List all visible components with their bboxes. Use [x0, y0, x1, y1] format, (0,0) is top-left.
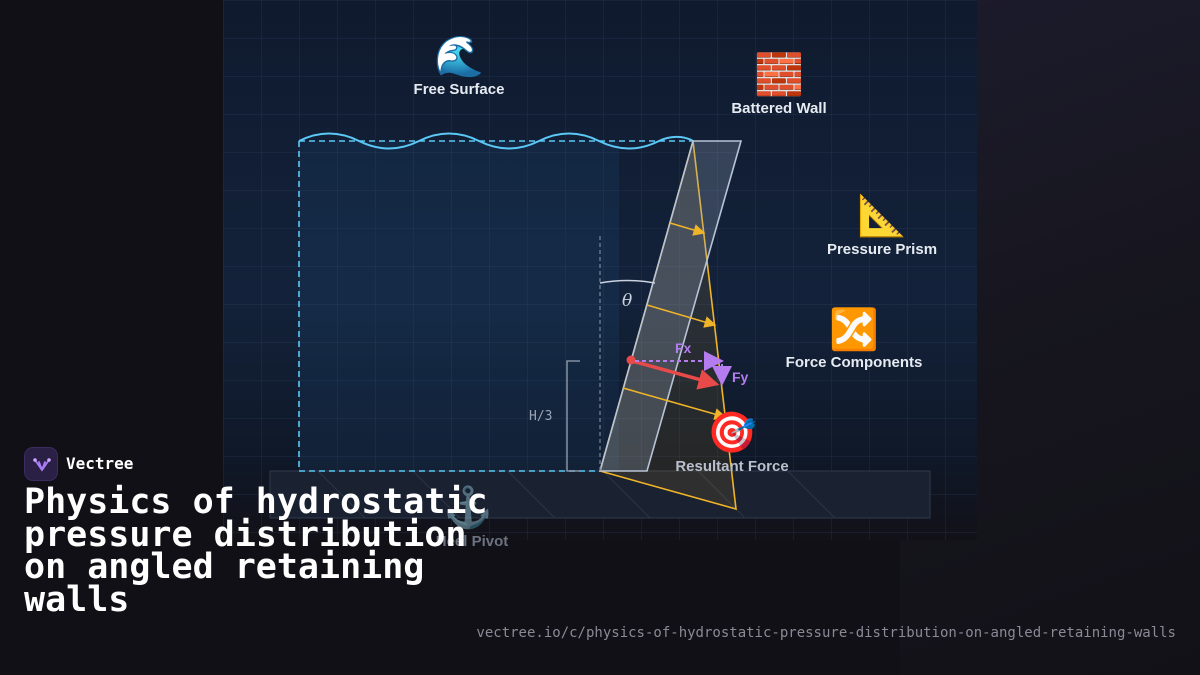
heel-pivot-label: Heel Pivot [435, 533, 509, 550]
water-boundary [298, 141, 600, 472]
brand-name[interactable]: Vectree [66, 454, 134, 473]
pressure-prism-icon: 📐 [857, 194, 907, 238]
water-body [299, 141, 619, 471]
battered-wall-icon: 🧱 [754, 53, 804, 97]
resultant-force-label: Resultant Force [675, 458, 789, 475]
pressure-prism-label: Pressure Prism [826, 241, 938, 258]
theta-label: θ [622, 291, 632, 311]
free-surface-wave [298, 132, 694, 150]
page-title: Physics of hydrostatic pressure distribu… [24, 482, 488, 620]
free-surface-label: Free Surface [413, 81, 505, 98]
force-components-label: Force Components [785, 354, 923, 371]
battered-wall-label: Battered Wall [731, 100, 827, 117]
fx-label: Fx [675, 340, 692, 356]
free-surface-icon: 🌊 [434, 35, 484, 79]
h3-label: H/3 [529, 409, 552, 424]
resultant-force-arrow [631, 359, 720, 390]
hydrostatic-diagram: θ H/3 Fx Fy [269, 132, 931, 519]
vectree-logo-icon[interactable] [24, 447, 58, 481]
pressure-arrows [622, 222, 727, 420]
theta-arc [599, 279, 656, 284]
center-of-pressure [626, 355, 636, 365]
heel-pivot-icon: ⚓ [443, 486, 493, 530]
resultant-force-icon: 🎯 [707, 411, 757, 455]
page-url[interactable]: vectree.io/c/physics-of-hydrostatic-pres… [476, 625, 1176, 641]
ground-hatching [317, 470, 836, 519]
fy-label: Fy [732, 369, 749, 385]
h3-bracket [566, 360, 580, 472]
ground-slab [269, 470, 931, 519]
force-components-icon: 🔀 [829, 308, 879, 352]
